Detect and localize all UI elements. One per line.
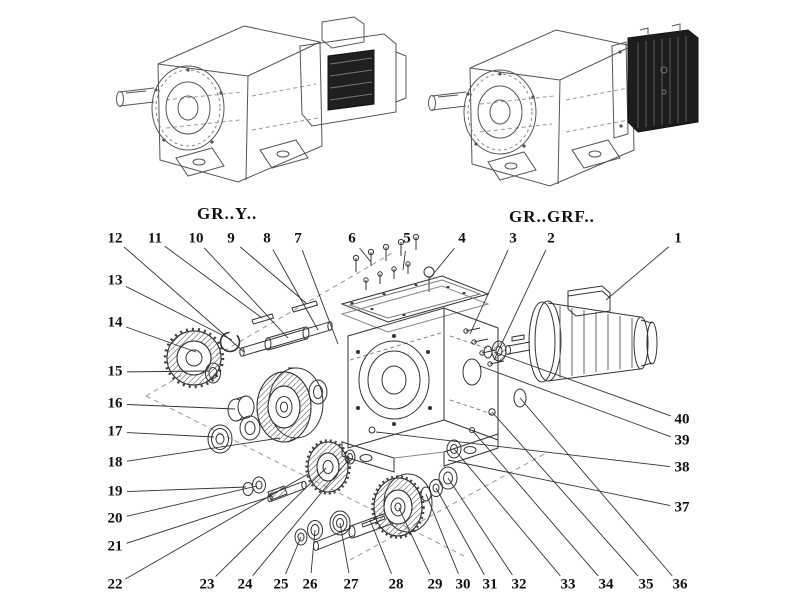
callout-number-16: 16 <box>107 395 123 412</box>
leader-line-1 <box>605 246 670 301</box>
leader-line-26 <box>310 529 316 574</box>
motor-drawing <box>463 285 658 383</box>
leader-line-31 <box>435 487 485 575</box>
callout-number-34: 34 <box>598 576 614 593</box>
exploded-view-drawing <box>145 233 658 561</box>
leader-line-6 <box>359 247 372 263</box>
leader-line-38 <box>375 431 671 468</box>
callout-number-28: 28 <box>388 576 404 593</box>
leader-line-23 <box>215 467 327 577</box>
leader-line-16 <box>126 404 236 410</box>
callout-number-1: 1 <box>674 230 682 247</box>
callout-number-7: 7 <box>294 230 302 247</box>
callout-number-30: 30 <box>455 576 471 593</box>
callout-number-15: 15 <box>107 363 123 380</box>
callout-number-13: 13 <box>107 272 123 289</box>
gearmotor-grf-drawing <box>428 23 699 187</box>
callout-number-4: 4 <box>458 230 466 247</box>
leader-line-28 <box>369 519 392 575</box>
callout-number-25: 25 <box>273 576 289 593</box>
callout-number-2: 2 <box>547 230 555 247</box>
intermediate-gear-assembly-drawing <box>242 439 356 503</box>
callout-number-36: 36 <box>672 576 688 593</box>
callout-number-32: 32 <box>511 576 527 593</box>
callout-number-8: 8 <box>263 230 271 247</box>
callout-number-26: 26 <box>302 576 318 593</box>
callout-number-29: 29 <box>427 576 443 593</box>
callout-number-20: 20 <box>107 510 123 527</box>
callout-number-39: 39 <box>674 432 690 449</box>
callout-number-33: 33 <box>560 576 576 593</box>
callout-number-21: 21 <box>107 538 123 555</box>
leader-line-33 <box>453 448 561 577</box>
bolt-dots <box>154 68 223 144</box>
leader-line-3 <box>469 249 509 335</box>
callout-number-6: 6 <box>348 230 356 247</box>
leader-line-8 <box>272 249 319 331</box>
leader-line-17 <box>126 432 215 438</box>
callout-number-19: 19 <box>107 483 123 500</box>
leader-line-25 <box>285 536 302 575</box>
leader-line-39 <box>479 365 671 438</box>
callout-number-40: 40 <box>674 411 690 428</box>
callout-number-37: 37 <box>674 499 690 516</box>
callout-number-23: 23 <box>199 576 215 593</box>
motor-bolts-drawing <box>463 327 505 367</box>
leader-line-7 <box>301 250 339 345</box>
leader-line-11 <box>164 245 263 319</box>
leader-line-34 <box>471 429 599 577</box>
callout-number-22: 22 <box>107 576 123 593</box>
leader-line-20 <box>126 485 258 517</box>
callout-number-31: 31 <box>482 576 498 593</box>
callout-number-35: 35 <box>638 576 654 593</box>
callout-number-11: 11 <box>147 230 163 247</box>
variant-label-gr-y: GR..Y.. <box>197 204 258 223</box>
leader-line-21 <box>126 495 273 544</box>
cover-bolts-drawing <box>352 233 420 290</box>
leader-line-2 <box>493 249 547 361</box>
leader-line-18 <box>126 437 281 462</box>
leader-line-37 <box>447 459 671 507</box>
leader-line-15 <box>126 370 210 373</box>
callout-number-18: 18 <box>107 454 123 471</box>
input-shaft-assembly-drawing <box>163 300 333 454</box>
leader-line-13 <box>125 286 233 341</box>
leader-line-29 <box>398 507 431 575</box>
callout-number-9: 9 <box>227 230 235 247</box>
leader-line-22 <box>125 473 309 580</box>
leader-line-32 <box>447 477 513 576</box>
leader-line-35 <box>491 411 639 577</box>
callout-number-12: 12 <box>107 230 123 247</box>
leader-line-12 <box>123 246 245 353</box>
variant-label-gr-grf: GR..GRF.. <box>509 207 595 226</box>
callout-number-24: 24 <box>237 576 253 593</box>
leader-line-5 <box>402 250 406 271</box>
leader-line-27 <box>339 522 350 574</box>
leader-line-4 <box>429 247 455 279</box>
callout-number-5: 5 <box>403 230 411 247</box>
leader-line-14 <box>126 326 197 353</box>
leader-line-40 <box>493 351 671 417</box>
leader-line-9 <box>239 246 307 304</box>
callout-number-14: 14 <box>107 314 123 331</box>
leader-line-24 <box>252 457 351 577</box>
callout-number-38: 38 <box>674 459 690 476</box>
leader-line-36 <box>519 397 673 577</box>
leader-line-30 <box>425 493 459 575</box>
leader-line-10 <box>203 247 289 339</box>
callout-number-17: 17 <box>107 423 123 440</box>
callout-number-3: 3 <box>509 230 517 247</box>
output-shaft-assembly-drawing <box>294 427 475 551</box>
callout-number-27: 27 <box>343 576 359 593</box>
callout-number-10: 10 <box>188 230 204 247</box>
leader-line-19 <box>126 486 247 492</box>
gearmotor-gr-y-drawing <box>116 16 407 183</box>
